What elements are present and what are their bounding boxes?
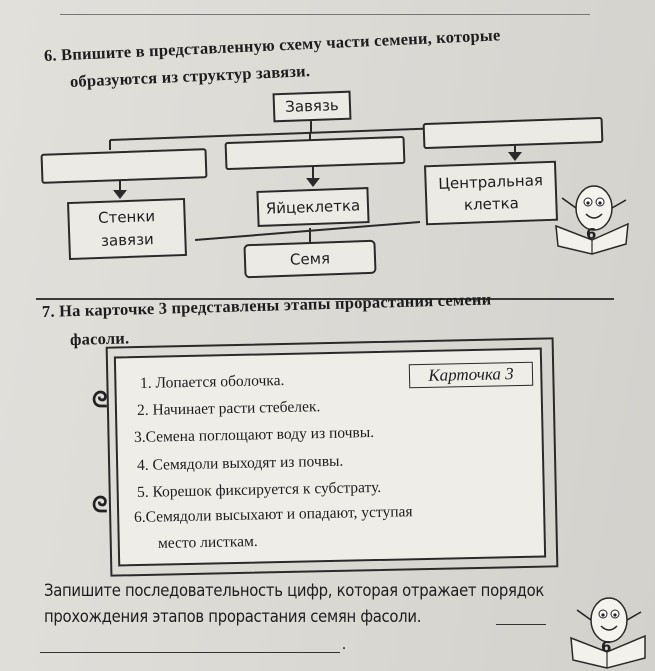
egg-cell-label: Яйцеклетка — [265, 195, 361, 218]
answer-line[interactable] — [40, 652, 340, 653]
task-line-1: Запишите последовательность цифр, котора… — [44, 581, 545, 600]
badge-number: 6 — [586, 225, 596, 243]
top-divider — [60, 14, 590, 15]
card-title: Карточка 3 — [408, 361, 534, 389]
ring-clip-icon: ᘓ — [92, 493, 108, 518]
answer-line[interactable] — [496, 624, 546, 625]
stage-item: 1. Лопается оболочка. — [139, 371, 285, 392]
ovary-wall-label-2: завязи — [100, 230, 155, 250]
ring-clip-icon: ᘓ — [92, 388, 108, 413]
blank-box-left[interactable] — [40, 148, 208, 184]
stage-item: место листкам. — [157, 532, 258, 552]
end-period: . — [342, 636, 346, 653]
stage-item: 2. Начинает расти стебелек. — [136, 398, 321, 419]
badge-number: 6 — [601, 638, 611, 656]
seed-label: Семя — [289, 248, 331, 269]
mascot-book-icon: 6 — [570, 597, 646, 669]
egg-cell-box: Яйцеклетка — [256, 187, 370, 227]
ovary-wall-box: Стенки завязи — [67, 197, 187, 261]
central-cell-box: Центральная клетка — [423, 160, 559, 226]
ovary-wall-label-1: Стенки — [97, 207, 156, 227]
seed-box: Семя — [243, 239, 377, 279]
section-divider — [36, 298, 614, 300]
central-cell-label-2: клетка — [463, 193, 520, 214]
mascot-book-icon: 6 — [555, 185, 629, 255]
central-cell-label-1: Центральная — [438, 170, 544, 193]
ovary-label: Завязь — [284, 96, 340, 116]
task-line-2: прохождения этапов прорастания семян фас… — [44, 607, 422, 626]
ovary-box: Завязь — [272, 90, 352, 123]
